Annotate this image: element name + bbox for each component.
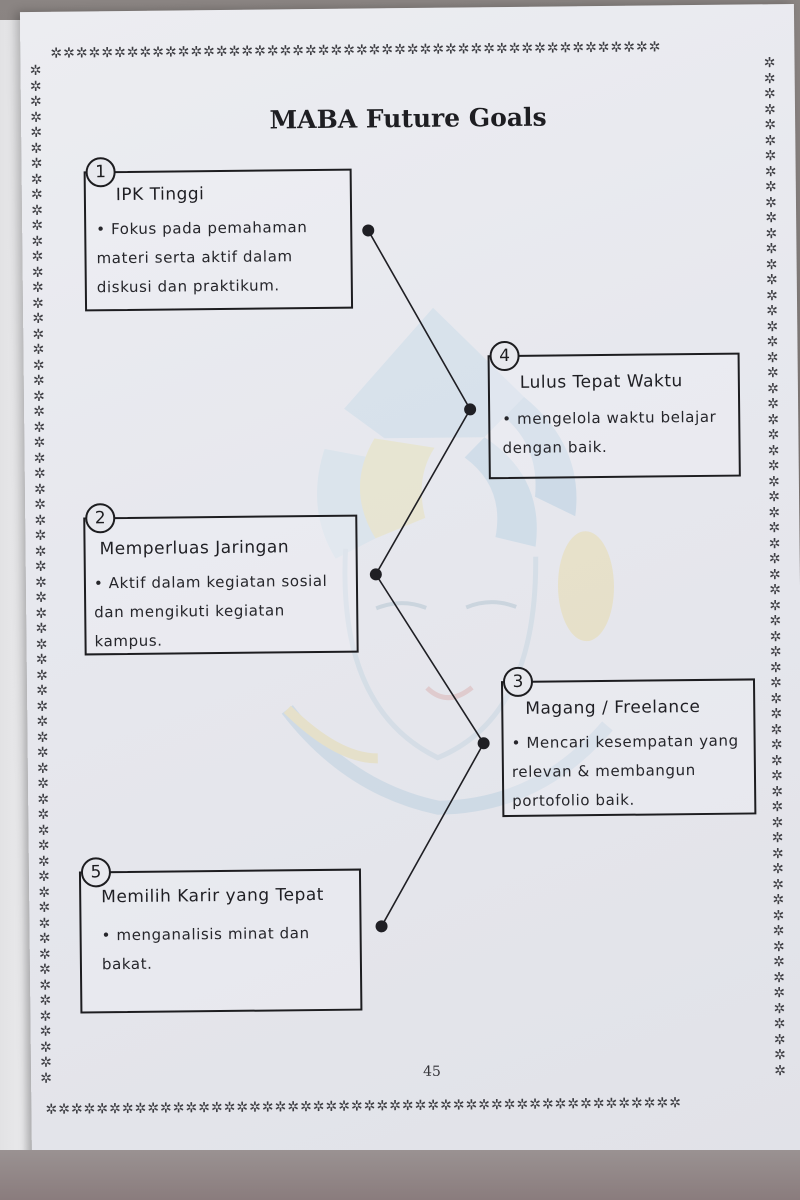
- page-number: 45: [422, 1063, 441, 1080]
- goal-card-3: Magang / Freelance • Mencari kesempatan …: [500, 678, 757, 818]
- goal-card-title: Memilih Karir yang Tepat: [101, 884, 325, 908]
- goal-number-badge: 2: [85, 503, 116, 534]
- goal-card-description: • Fokus pada pemahaman materi serta akti…: [96, 218, 308, 297]
- connector-dot-1: [362, 224, 375, 237]
- connector-dot-5: [375, 920, 388, 933]
- goal-number-badge: 3: [502, 666, 534, 698]
- connector-dot-2: [464, 403, 477, 416]
- goal-number-badge: 1: [85, 157, 116, 188]
- goal-card-5: Memilih Karir yang Tepat • menganalisis …: [78, 868, 363, 1014]
- goal-connector-lines: [362, 224, 490, 933]
- connector-dot-4: [477, 737, 490, 750]
- goal-card-description: • mengelola waktu belajar dengan baik.: [502, 407, 717, 458]
- book-page: ✲✲✲✲✲✲✲✲✲✲✲✲✲✲✲✲✲✲✲✲✲✲✲✲✲✲✲✲✲✲✲✲✲✲✲✲✲✲✲✲…: [19, 3, 800, 1173]
- goal-card-title: Magang / Freelance: [525, 696, 701, 719]
- goal-card-4: Lulus Tepat Waktu • mengelola waktu bela…: [487, 352, 741, 480]
- goal-card-description: • Aktif dalam kegiatan sosial dan mengik…: [93, 571, 328, 651]
- goal-card-1: IPK Tinggi • Fokus pada pemahaman materi…: [83, 168, 354, 312]
- goal-number-badge: 4: [489, 340, 520, 372]
- goal-card-title: Lulus Tepat Waktu: [519, 371, 683, 393]
- goal-number-badge: 5: [80, 857, 112, 888]
- goal-card-description: • Mencari kesempatan yang relevan & memb…: [511, 731, 739, 810]
- watermark-illustration: [281, 307, 614, 815]
- desk-surface-bottom: [0, 1150, 800, 1200]
- goal-card-title: IPK Tinggi: [115, 184, 205, 206]
- connector-dot-3: [369, 568, 382, 581]
- goal-card-description: • menganalisis minat dan bakat.: [101, 924, 310, 974]
- goal-card-2: Memperluas Jaringan • Aktif dalam kegiat…: [83, 514, 359, 656]
- goal-card-title: Memperluas Jaringan: [99, 537, 290, 560]
